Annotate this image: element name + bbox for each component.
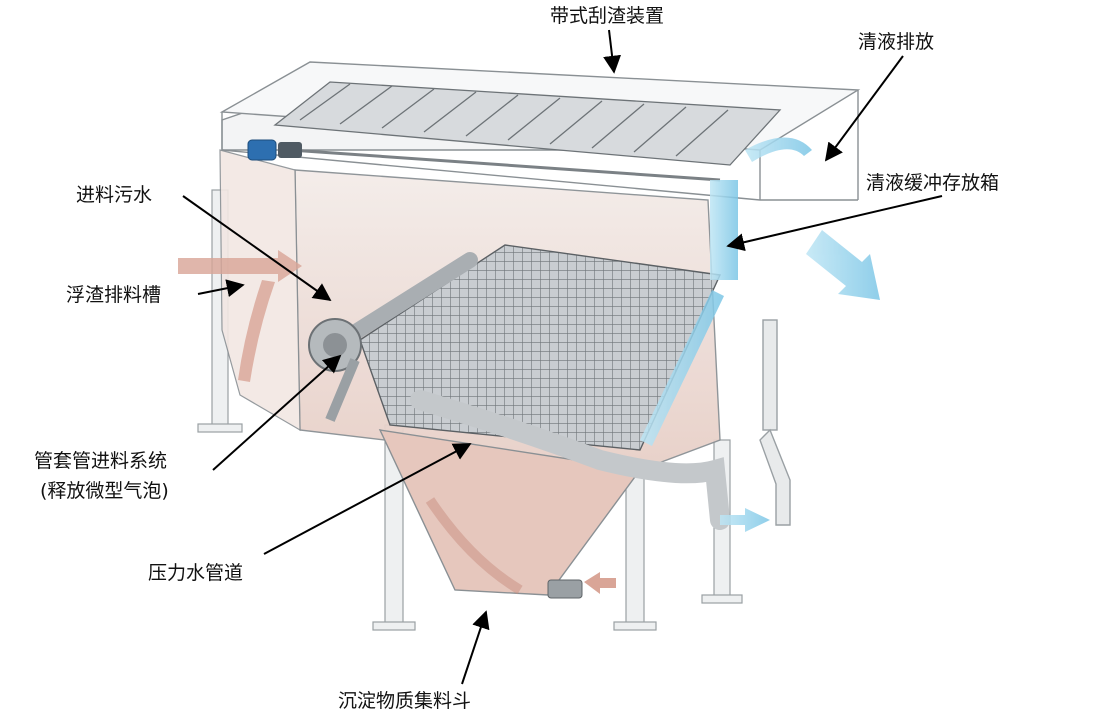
- arrow-sediment-hopper: [461, 610, 490, 685]
- label-feed-wastewater: 进料污水: [76, 184, 153, 206]
- belt-scraper: [273, 81, 782, 182]
- feed-pipe: [308, 252, 478, 422]
- arrow-pipe-feed-system: [212, 354, 342, 471]
- clear-water-flow: [640, 137, 880, 532]
- callout-arrows: [182, 29, 943, 685]
- arrow-belt-scraper: [603, 29, 622, 74]
- arrow-scum-trough: [197, 279, 245, 298]
- support-legs: [197, 189, 743, 631]
- label-clear-discharge: 清液排放: [858, 31, 935, 53]
- discharge-pipe: [759, 319, 791, 526]
- label-belt-scraper: 带式刮渣装置: [550, 5, 665, 27]
- label-scum-trough: 浮渣排料槽: [66, 284, 162, 306]
- label-pipe-feed-system-note: (释放微型气泡): [40, 480, 169, 502]
- label-clear-buffer-box: 清液缓冲存放箱: [866, 172, 1000, 194]
- arrow-clear-discharge: [824, 55, 904, 162]
- arrow-feed-wastewater: [182, 195, 332, 302]
- pressure-water-pipe: [410, 390, 730, 530]
- label-pipe-feed-system: 管套管进料系统: [34, 450, 168, 472]
- label-pressure-water-pipe: 压力水管道: [148, 562, 244, 584]
- motor: [247, 139, 302, 161]
- label-sediment-hopper: 沉淀物质集料斗: [338, 690, 472, 712]
- sediment-discharge-motor: [547, 572, 616, 599]
- arrow-pressure-water-pipe: [263, 443, 472, 555]
- arrow-clear-buffer-box: [726, 195, 943, 252]
